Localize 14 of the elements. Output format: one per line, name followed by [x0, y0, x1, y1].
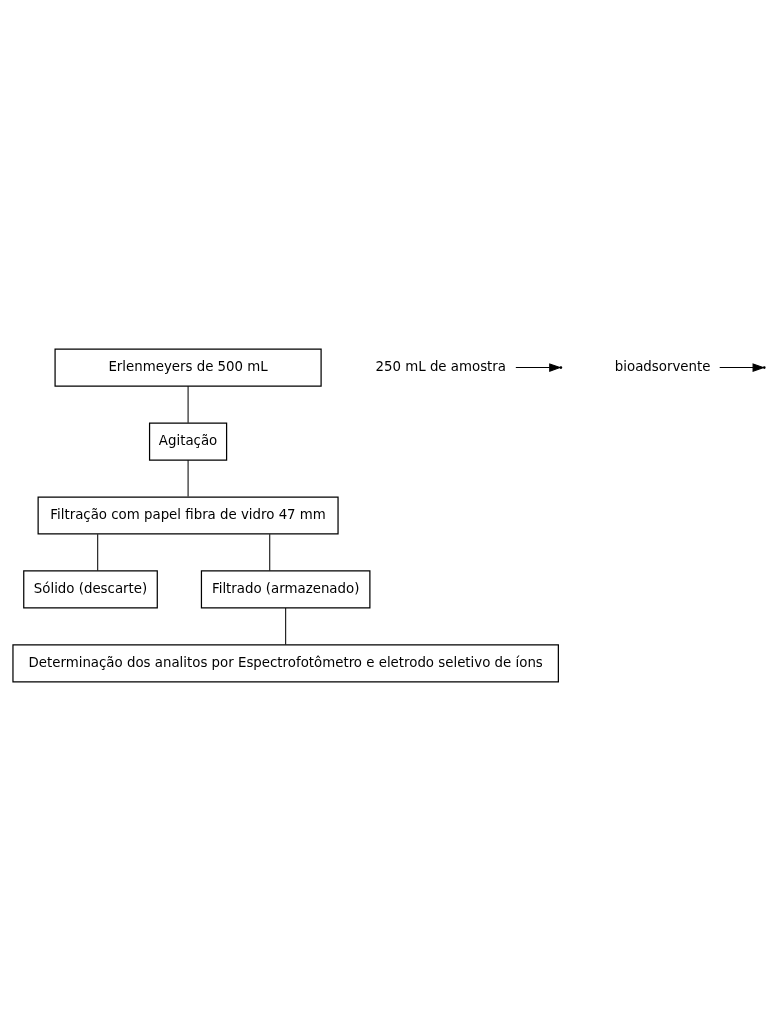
connector: [269, 533, 271, 571]
arrow: [719, 362, 765, 372]
connector: [187, 459, 189, 497]
node-box: Sólido (descarte): [23, 569, 158, 609]
node-box: Filtrado (armazenado): [200, 569, 371, 609]
node-text: bioadsorvente: [614, 358, 711, 374]
node-text: 250 mL de amostra: [375, 358, 507, 374]
connector: [97, 533, 99, 571]
node-box: Filtração com papel fibra de vidro 47 mm: [37, 495, 339, 535]
connector: [285, 607, 287, 645]
node-box: Erlenmeyers de 500 mL: [54, 348, 322, 387]
node-box: Agitação: [148, 421, 228, 461]
connector: [187, 385, 189, 423]
node-box: Determinação dos analitos por Espectrofotômetro e eletrodo seletivo de íons: [12, 643, 559, 682]
